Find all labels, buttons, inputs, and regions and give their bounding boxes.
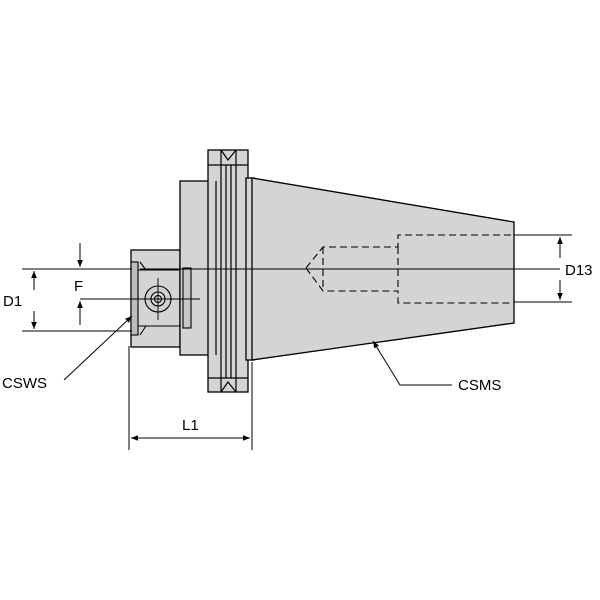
dim-l1: [128, 346, 253, 450]
centerlines: [80, 268, 560, 320]
label-f: F: [74, 278, 83, 295]
label-d1: D1: [3, 293, 22, 310]
dim-d1: [22, 268, 132, 332]
label-csms: CSMS: [458, 377, 501, 394]
flange: [207, 149, 249, 393]
label-csws: CSWS: [2, 375, 47, 392]
flange-details: [208, 149, 248, 393]
dim-d13: [514, 234, 572, 303]
label-l1: L1: [182, 417, 199, 434]
leader-csms: [372, 340, 452, 386]
label-d13: D13: [565, 262, 593, 279]
leader-csws: [63, 315, 133, 381]
